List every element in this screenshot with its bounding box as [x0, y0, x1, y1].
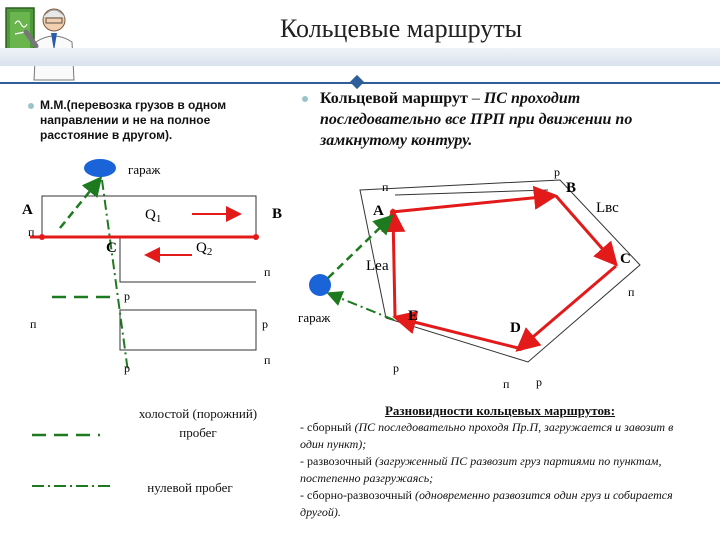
label-r-3: р: [124, 361, 130, 375]
ring-point-b: В: [566, 180, 576, 196]
ring-label-r-top: р: [554, 165, 560, 179]
contour-outline: [359, 179, 641, 363]
ring-label-p-c: п: [628, 285, 635, 299]
label-lbc: Lвс: [596, 200, 619, 216]
pendulum-route-diagram: гараж А В С Q1 Q2 п п р п р р п: [22, 159, 282, 375]
point-a-dot: [39, 234, 45, 240]
ring-label-p-top: п: [382, 180, 389, 194]
bullet-right: [302, 96, 308, 102]
pass-edge-ab: [394, 189, 549, 196]
ring-route-types: Разновидности кольцевых маршрутов: - сбо…: [300, 402, 700, 521]
ring-point-a: А: [373, 203, 384, 219]
type-distributing: - развозочный (загруженный ПС развозит г…: [300, 454, 662, 485]
label-p-right-3: п: [264, 353, 271, 367]
ring-route-desc: ПС проходит последовательно все ПРП при …: [320, 90, 633, 149]
teacher-clipart-icon: [5, 7, 75, 81]
ring-point-c: С: [620, 251, 631, 267]
ring-label-r-d: р: [536, 375, 542, 389]
route-node-a: [390, 209, 396, 215]
ring-route-term: Кольцевой маршрут: [320, 90, 468, 107]
zero-run-right: [326, 291, 395, 321]
label-p-left-2: п: [30, 317, 37, 331]
point-b-label: В: [272, 206, 282, 222]
q2-label: Q2: [196, 240, 212, 258]
label-lea: Lеа: [366, 258, 389, 274]
definition-ring-route: Кольцевой маршрут – ПС проходит последов…: [320, 88, 680, 151]
ring-point-d: D: [510, 320, 521, 336]
legend-zero-label: нулевой пробег: [147, 480, 233, 495]
point-a-label: А: [22, 202, 33, 218]
ring-label-p-d: п: [503, 377, 510, 391]
garage-label-right: гараж: [298, 310, 331, 325]
bullet-left: [28, 103, 34, 109]
header-band: [0, 48, 720, 66]
label-r-2: р: [262, 317, 268, 331]
point-c-label: С: [106, 240, 117, 256]
ring-label-r-e: р: [393, 361, 399, 375]
types-heading: Разновидности кольцевых маршрутов:: [384, 403, 616, 418]
garage-label-left: гараж: [128, 162, 161, 177]
idle-run-right: [327, 214, 394, 279]
garage-marker-right: [309, 274, 331, 296]
q1-label: Q1: [145, 207, 161, 225]
zero-run-left: [101, 179, 129, 373]
route-ea: [381, 208, 406, 317]
legend: [32, 433, 110, 487]
route-de: [392, 310, 519, 350]
route-bc: [554, 195, 618, 267]
point-b-dot: [253, 234, 259, 240]
ring-route-diagram: гараж А В С D Е Lвс Lеа п р п р п р: [298, 165, 641, 391]
page-title: Кольцевые маршруты: [280, 14, 523, 43]
type-collecting: - сборный (ПС последовательно проходя Пр…: [300, 420, 674, 451]
storage-outline: [119, 309, 257, 351]
label-p-right-1: п: [264, 265, 271, 279]
label-r-1: р: [124, 289, 130, 303]
ring-point-e: Е: [408, 308, 418, 324]
label-p-left-1: п: [28, 225, 35, 239]
type-mixed: - сборно-развозочный (одновременно разво…: [300, 488, 673, 519]
route-node-d: [517, 345, 523, 351]
route-ab: [391, 185, 558, 214]
definition-mm: М.М.(перевозка грузов в одном направлени…: [40, 98, 227, 142]
idle-run-left: [59, 176, 103, 229]
route-cd: [515, 264, 617, 352]
garage-marker-left: [84, 159, 116, 177]
legend-idle-label: холостой (порожний) пробег: [138, 406, 258, 440]
ring-route-dash: –: [467, 90, 484, 107]
